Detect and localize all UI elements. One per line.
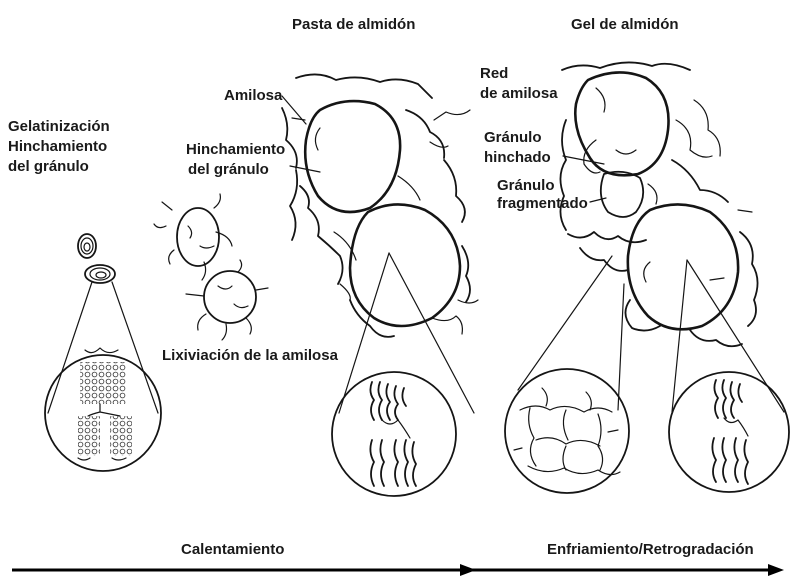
crystalline-helices bbox=[78, 348, 132, 460]
paste-swelling-label-1: Hinchamiento bbox=[186, 141, 285, 158]
fragmented-granule-label-2: fragmentado bbox=[497, 195, 588, 212]
zoom-line-left-4 bbox=[672, 260, 687, 412]
starch-paste-group bbox=[282, 74, 478, 496]
zoom-line-right-3 bbox=[618, 284, 624, 410]
paste-swelling-label-2: del gránulo bbox=[188, 161, 269, 178]
starch-gel-group bbox=[505, 62, 789, 493]
swollen-granule-bottom bbox=[204, 271, 256, 323]
zoom-circle-gel-granule bbox=[669, 372, 789, 492]
native-granule-bottom bbox=[85, 265, 115, 283]
zoom-line-left-2 bbox=[339, 253, 389, 413]
native-granule-group bbox=[45, 234, 161, 471]
gelatinization-title-1: Gelatinización bbox=[8, 118, 110, 135]
swollen-granule-label-1: Gránulo bbox=[484, 129, 542, 146]
swelling-pointer bbox=[290, 166, 320, 172]
gel-helices bbox=[712, 380, 748, 484]
zoom-line-right-2 bbox=[389, 253, 474, 413]
gelatinization-title-2: Hinchamiento bbox=[8, 138, 107, 155]
amylose-network-label-2: de amilosa bbox=[480, 85, 558, 102]
paste-helices bbox=[370, 382, 416, 486]
swelling-granules-group bbox=[154, 194, 268, 340]
gelatinization-title-3: del gránulo bbox=[8, 158, 89, 175]
heating-arrow bbox=[12, 564, 476, 576]
gel-granule-swollen bbox=[628, 204, 738, 329]
swollen-granule-top bbox=[177, 208, 219, 266]
paste-amylose-network bbox=[282, 74, 478, 336]
gel-title: Gel de almidón bbox=[571, 16, 679, 33]
paste-granule-upper bbox=[305, 101, 400, 212]
amylose-leaching-label: Lixiviación de la amilosa bbox=[162, 347, 339, 364]
cooling-label: Enfriamiento/Retrogradación bbox=[547, 541, 754, 558]
gel-granule-fragment bbox=[601, 172, 643, 217]
swollen-granule-label-2: hinchado bbox=[484, 149, 551, 166]
amylose-network-detail bbox=[514, 388, 620, 475]
fragmented-pointer bbox=[590, 198, 606, 202]
heating-label: Calentamiento bbox=[181, 541, 284, 558]
amylose-network-label-1: Red bbox=[480, 65, 508, 82]
paste-title: Pasta de almidón bbox=[292, 16, 415, 33]
native-granule-top bbox=[78, 234, 96, 258]
paste-granule-lower bbox=[350, 204, 460, 326]
gel-granule-upper bbox=[575, 72, 668, 175]
cooling-arrow bbox=[470, 564, 784, 576]
fragmented-granule-label-1: Gránulo bbox=[497, 177, 555, 194]
amylose-leaching-strands bbox=[154, 194, 268, 340]
amylose-label: Amilosa bbox=[224, 87, 283, 104]
